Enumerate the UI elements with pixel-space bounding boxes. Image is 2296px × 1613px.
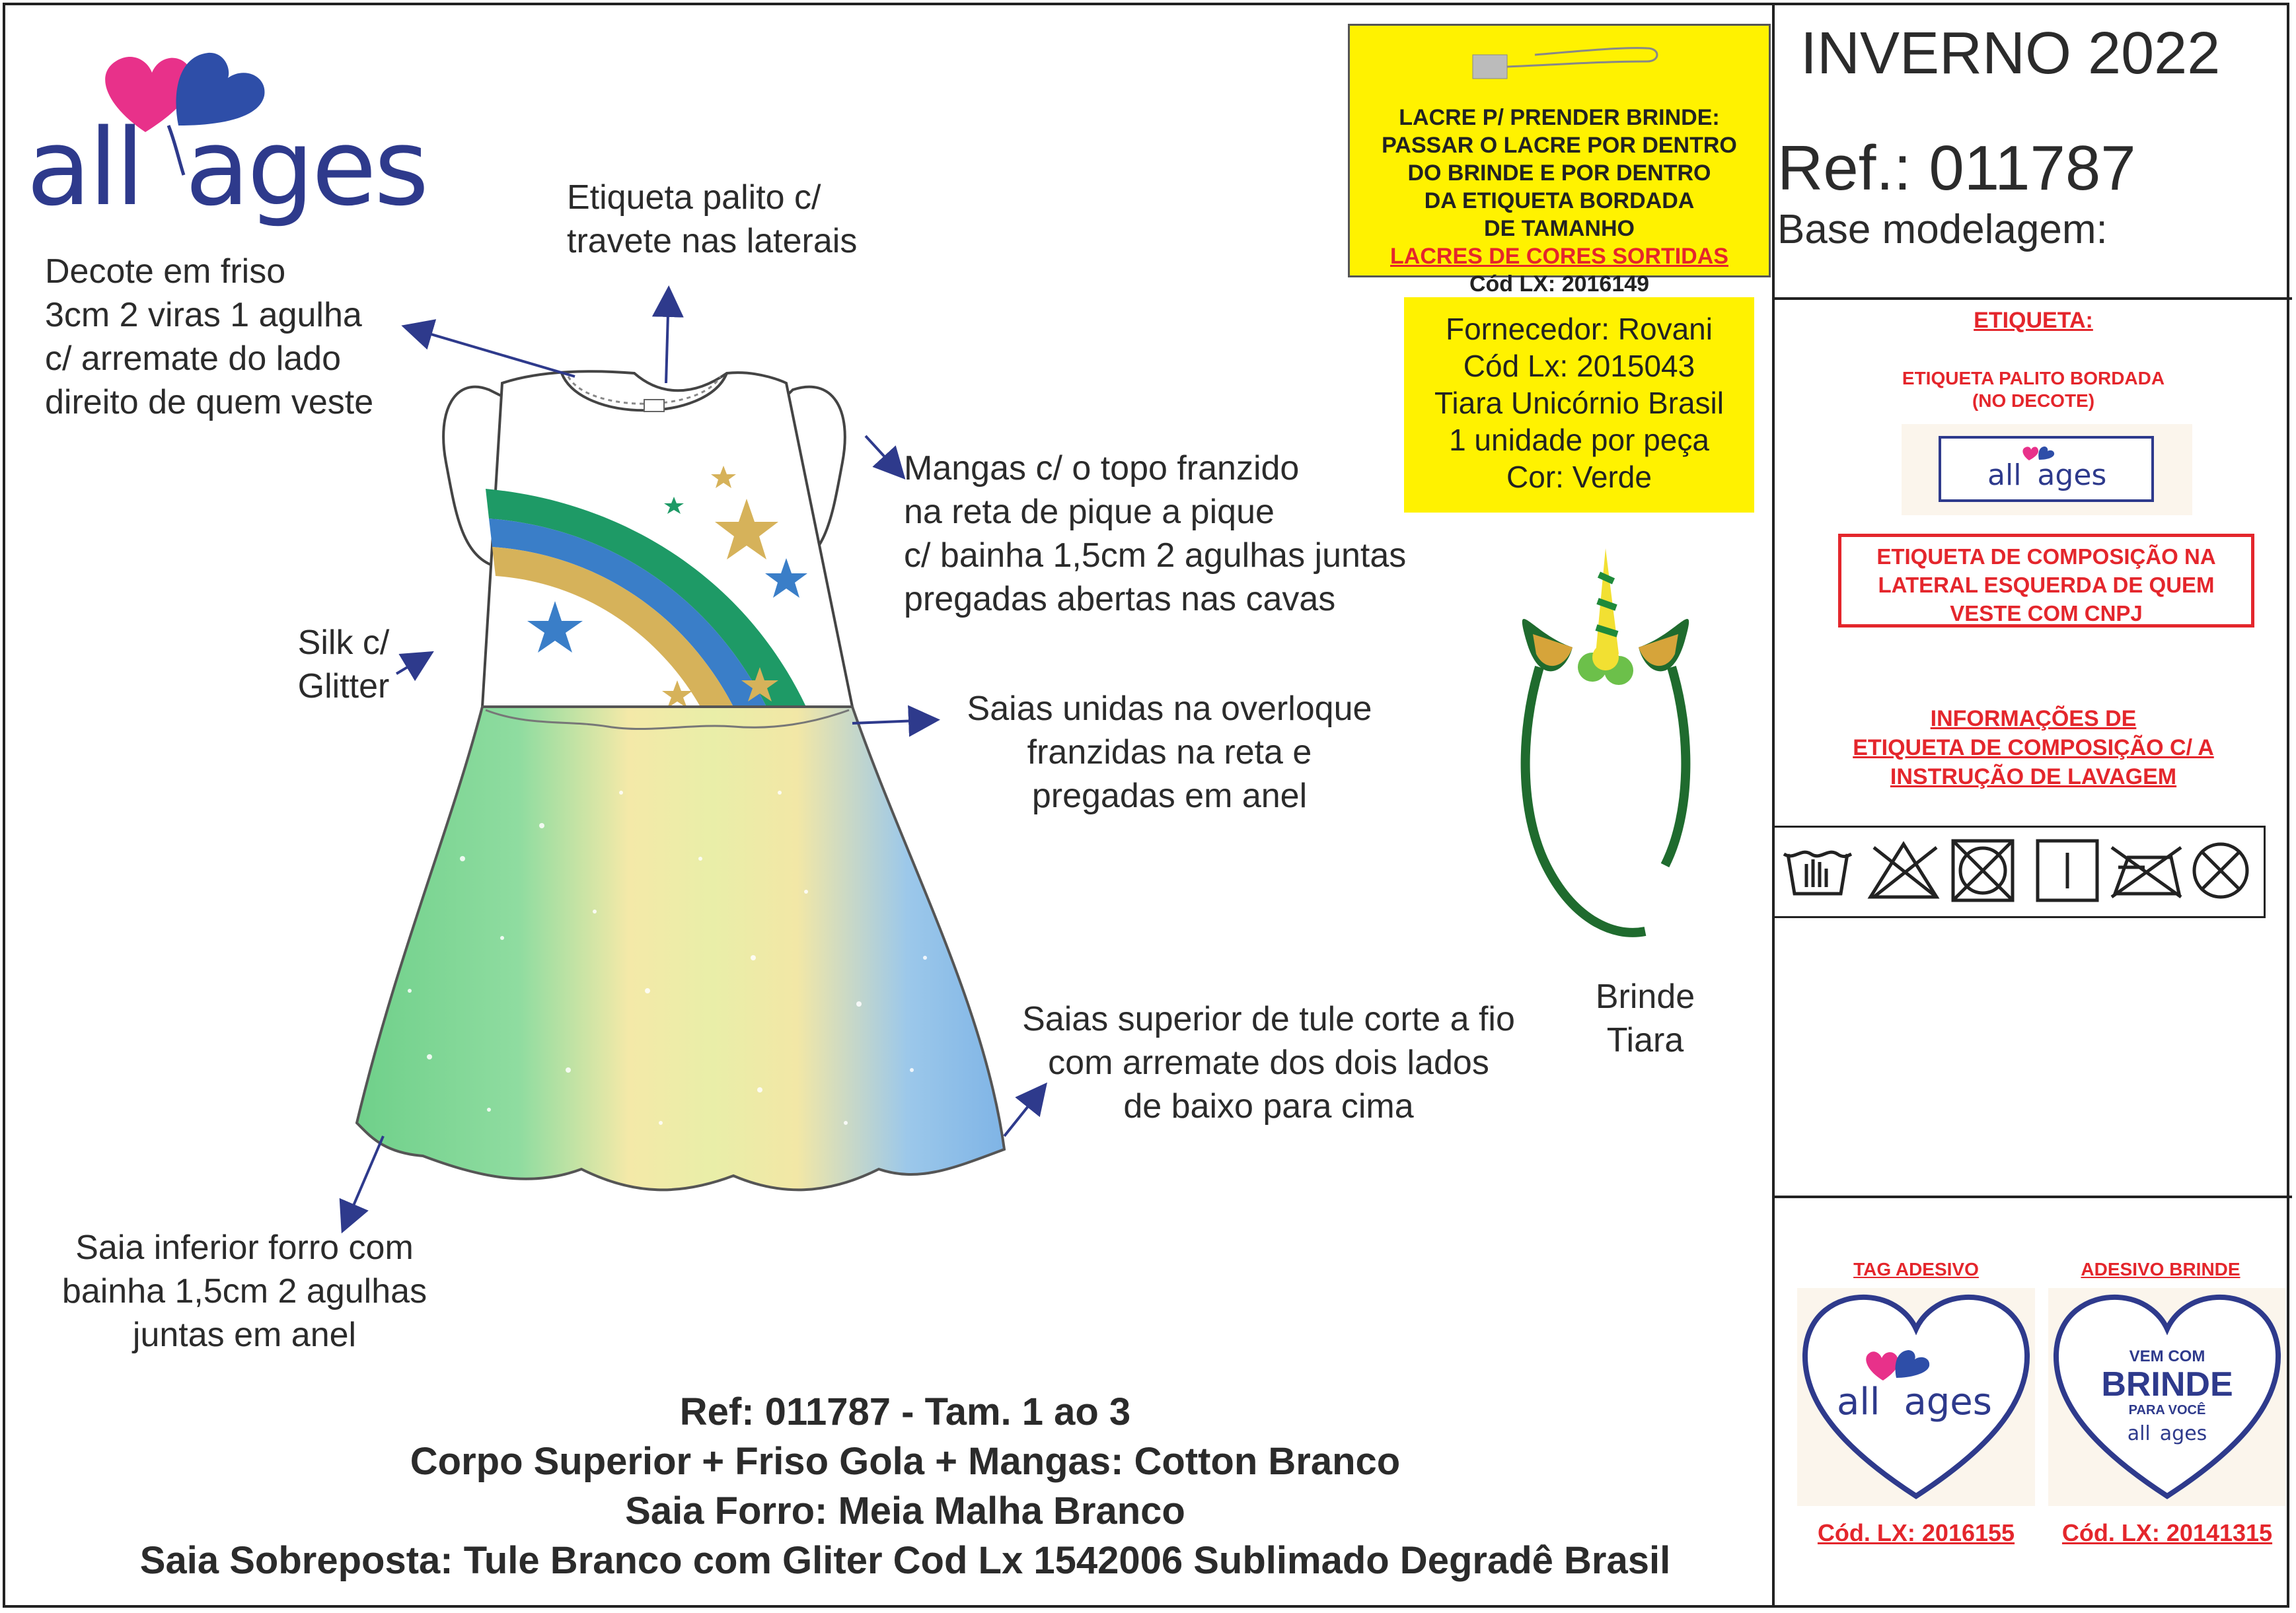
sidebar-divider: [1772, 3, 1775, 1608]
hearts-icon: [105, 52, 265, 176]
lacre-line-1: LACRE P/ PRENDER BRINDE:: [1399, 105, 1720, 130]
footer-line-4: Saia Sobreposta: Tule Branco com Gliter …: [139, 1539, 1671, 1582]
composicao-box: ETIQUETA DE COMPOSIÇÃO NA LATERAL ESQUER…: [1838, 534, 2254, 627]
brand-logo: all ages: [26, 26, 429, 238]
lacre-line-2: PASSAR O LACRE POR DENTRO: [1382, 133, 1737, 158]
palito-hearts-icon: [2022, 447, 2055, 460]
lacre-line-3: DO BRINDE E POR DENTRO: [1407, 161, 1711, 186]
palito-label: ETIQUETA PALITO BORDADA (NO DECOTE): [1775, 367, 2292, 412]
tag-adesivo-title: TAG ADESIVO: [1853, 1259, 1979, 1279]
care-symbols: [1783, 839, 2249, 902]
brinde-logo-ages: ages: [2159, 1422, 2207, 1445]
note-saias-unidas: Saias unidas na overloque franzidas na r…: [967, 690, 1372, 815]
logo-text-ages: ages: [185, 106, 429, 229]
informacoes-line-3: INSTRUÇÃO DE LAVAGEM: [1890, 764, 2177, 789]
unicorn-tiara-image: [1520, 548, 1691, 937]
no-tumble-dry-icon: [1951, 839, 2015, 902]
palito-line-1: ETIQUETA PALITO BORDADA: [1902, 368, 2165, 388]
tag-code: Cód. LX: 2016155: [1817, 1519, 2015, 1546]
lacre-highlight: LACRES DE CORES SORTIDAS: [1390, 244, 1728, 269]
line-dry-icon: [2036, 839, 2099, 902]
informacoes-line-2: ETIQUETA DE COMPOSIÇÃO C/ A: [1853, 735, 2214, 760]
supplier-line-3: Tiara Unicórnio Brasil: [1434, 386, 1724, 420]
informacoes-line-1: INFORMAÇÕES DE: [1930, 706, 2137, 731]
palito-logo-ages: ages: [2037, 458, 2107, 492]
brinde-sticker-line-2: BRINDE: [2101, 1365, 2233, 1404]
hand-wash-icon: [1783, 850, 1853, 896]
composicao-line-1: ETIQUETA DE COMPOSIÇÃO NA: [1876, 544, 2216, 569]
brinde-sticker-line-3: PARA VOCÊ: [2128, 1403, 2206, 1417]
sidebar-divider-2: [1772, 1196, 2292, 1198]
supplier-line-4: 1 unidade por peça: [1449, 423, 1709, 457]
supplier-line-2: Cód Lx: 2015043: [1463, 349, 1695, 383]
palito-line-2: (NO DECOTE): [1972, 390, 2095, 411]
lacre-seal-icon: [1472, 47, 1658, 79]
no-iron-icon: [2110, 845, 2182, 899]
note-etiqueta-palito: Etiqueta palito c/ travete nas laterais: [567, 178, 858, 260]
footer-line-3: Saia Forro: Meia Malha Branco: [625, 1489, 1185, 1532]
sheet-frame: [3, 3, 2289, 1608]
lacre-line-5: DE TAMANHO: [1484, 216, 1635, 241]
tag-logo-ages: ages: [1904, 1380, 1992, 1423]
dress-illustration: [339, 285, 1047, 1234]
note-decote: Decote em friso 3cm 2 viras 1 agulha c/ …: [45, 252, 374, 421]
no-dry-clean-icon: [2192, 842, 2249, 899]
ref-title: Ref.: 011787: [1777, 133, 2136, 203]
tag-adesivo-heart: [1797, 1288, 2035, 1506]
note-mangas: Mangas c/ o topo franzido na reta de piq…: [904, 449, 1407, 618]
care-icons-row: [1775, 826, 2266, 918]
note-silk: Silk c/ Glitter: [297, 624, 390, 705]
logo-text-all: all: [26, 106, 145, 229]
supplier-line-1: Fornecedor: Rovani: [1446, 312, 1713, 346]
footer-line-1: Ref: 011787 - Tam. 1 ao 3: [679, 1390, 1131, 1433]
palito-logo-all: all: [1987, 458, 2022, 492]
lacre-line-4: DA ETIQUETA BORDADA: [1424, 188, 1695, 213]
adesivo-brinde-title: ADESIVO BRINDE: [2081, 1259, 2240, 1279]
adesivo-brinde-heart: [2048, 1288, 2286, 1506]
note-saias-superior: Saias superior de tule corte a fio com a…: [1022, 1000, 1515, 1126]
composicao-line-2: LATERAL ESQUERDA DE QUEM: [1878, 573, 2215, 597]
sidebar-divider-1: [1772, 297, 2292, 300]
composicao-line-3: VESTE COM CNPJ: [1950, 601, 2143, 626]
footer-specs: Ref: 011787 - Tam. 1 ao 3 Corpo Superior…: [40, 1387, 1771, 1585]
lacre-box: LACRE P/ PRENDER BRINDE: PASSAR O LACRE …: [1348, 24, 1771, 297]
note-brinde: Brinde Tiara: [1595, 978, 1695, 1059]
base-modelagem: Base modelagem:: [1777, 207, 2108, 252]
season-title: INVERNO 2022: [1800, 20, 2221, 87]
no-bleach-icon: [1867, 841, 1940, 899]
lacre-code: Cód LX: 2016149: [1469, 271, 1650, 297]
footer-line-2: Corpo Superior + Friso Gola + Mangas: Co…: [410, 1440, 1401, 1483]
note-saia-inferior: Saia inferior forro com bainha 1,5cm 2 a…: [61, 1229, 427, 1354]
tag-logo-all: all: [1837, 1380, 1880, 1423]
brinde-code: Cód. LX: 20141315: [2061, 1519, 2273, 1546]
etiqueta-title: ETIQUETA:: [1974, 308, 2093, 333]
supplier-line-5: Cor: Verde: [1506, 460, 1652, 494]
supplier-box: Fornecedor: Rovani Cód Lx: 2015043 Tiara…: [1404, 297, 1754, 513]
informacoes-block: INFORMAÇÕES DE ETIQUETA DE COMPOSIÇÃO C/…: [1775, 704, 2292, 791]
brinde-sticker-line-1: VEM COM: [2129, 1347, 2205, 1365]
brinde-logo-all: all: [2127, 1422, 2151, 1445]
